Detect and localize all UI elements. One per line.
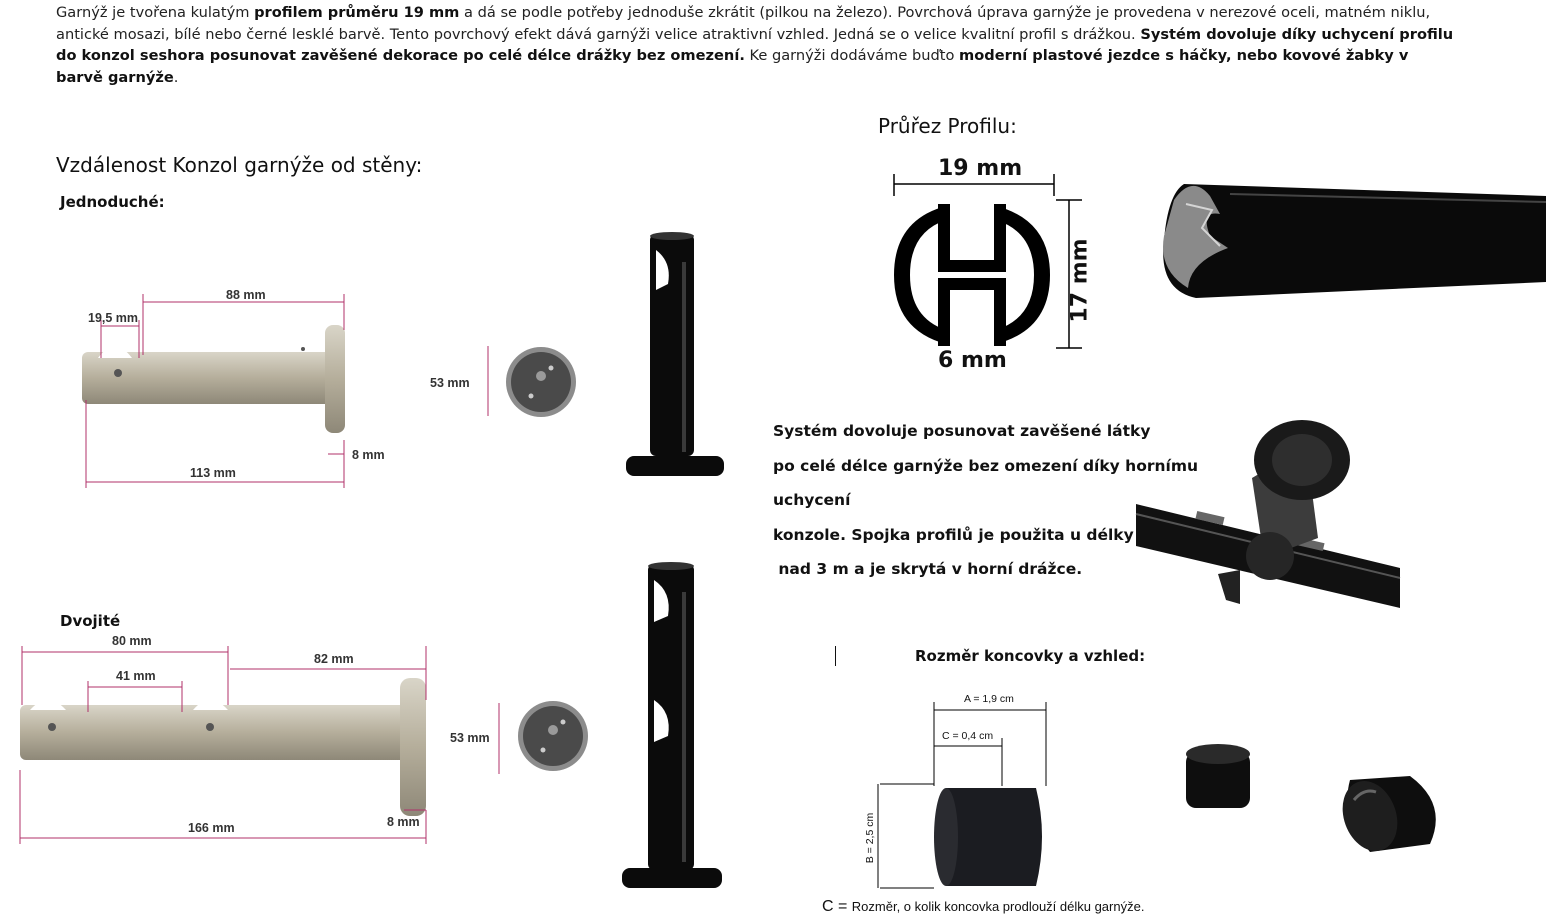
dim-88: 88 mm xyxy=(226,288,266,302)
endcap-c-label: C = 0,4 cm xyxy=(942,730,994,742)
endcap-a-label: A = 1,9 cm xyxy=(964,693,1014,705)
endcap-photo xyxy=(1186,744,1436,852)
text-cursor xyxy=(835,646,836,666)
dim-53-single: 53 mm xyxy=(430,376,470,390)
dim-19-5: 19,5 mm xyxy=(88,311,139,325)
profile-height-label: 17 mm xyxy=(1067,238,1093,323)
dim-8-double: 8 mm xyxy=(387,815,420,829)
endcap-caption: C = Rozměr, o kolik koncovka prodlouží d… xyxy=(822,898,1145,915)
single-label: Jednoduché: xyxy=(60,193,165,211)
dim-53-double: 53 mm xyxy=(450,731,490,745)
endcap-heading: Rozměr koncovky a vzhled: xyxy=(915,647,1146,665)
dim-80: 80 mm xyxy=(112,634,152,648)
profile-rail-photo xyxy=(1163,184,1546,298)
endcap-b-label: B = 2,5 cm xyxy=(864,812,876,864)
dim-166: 166 mm xyxy=(188,821,235,835)
intro-paragraph: Garnýž je tvořena kulatým profilem průmě… xyxy=(56,4,1454,86)
profile-cross-section-diagram xyxy=(893,174,1082,349)
double-black-bracket-image xyxy=(622,562,722,888)
brackets-heading: Vzdálenost Konzol garnýže od stěny: xyxy=(56,153,423,177)
system-description: Systém dovoluje posunovat zavěšené látky… xyxy=(773,422,1199,578)
profile-slot-label: 6 mm xyxy=(938,348,1007,373)
dim-82: 82 mm xyxy=(314,652,354,666)
double-wall-plate-image xyxy=(518,701,588,771)
double-label: Dvojité xyxy=(60,612,121,630)
double-dimension-lines xyxy=(19,646,500,844)
endcap-dimension-diagram xyxy=(877,702,1047,889)
single-black-bracket-image xyxy=(626,232,724,476)
dim-41: 41 mm xyxy=(116,669,156,683)
single-bracket-image xyxy=(82,325,345,433)
single-dimension-lines xyxy=(85,294,489,488)
single-wall-plate-image xyxy=(506,347,576,417)
profile-heading: Průřez Profilu: xyxy=(878,114,1017,138)
dim-8-single: 8 mm xyxy=(352,448,385,462)
rail-with-bracket-photo xyxy=(1135,420,1401,608)
dim-113: 113 mm xyxy=(190,466,236,480)
double-bracket-image xyxy=(20,678,426,816)
profile-width-label: 19 mm xyxy=(938,156,1023,181)
